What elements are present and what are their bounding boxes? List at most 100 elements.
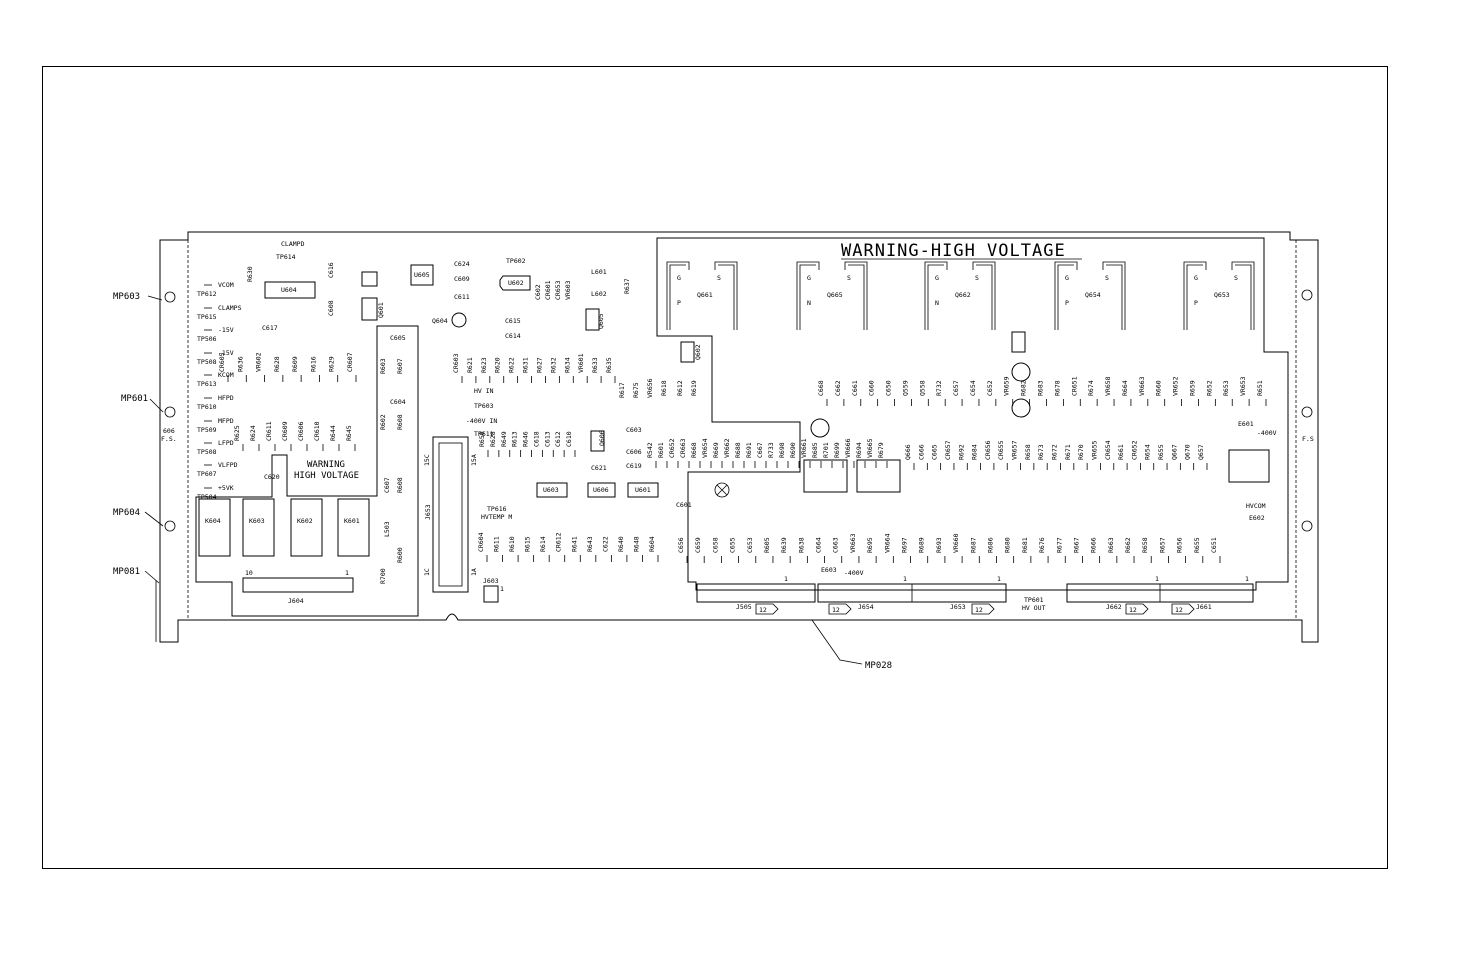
fuse-label-left: 606 [163, 427, 175, 435]
part-c650-body [1011, 331, 1026, 353]
net-label: TP601 [1024, 596, 1044, 604]
fet-gate-pin: G [807, 274, 811, 282]
ref-designator: R609 [291, 356, 299, 372]
relay-label: K601 [344, 517, 360, 525]
net-label: HV IN [474, 387, 494, 395]
test-point-name: TP612 [197, 290, 217, 298]
warning-small-line2: HIGH VOLTAGE [294, 471, 359, 481]
net-label: HVCOM [1246, 502, 1266, 510]
warning-small-line1: WARNING [307, 460, 345, 470]
ref-designator: Q670 [1184, 444, 1192, 460]
ref-designator: R645 [345, 425, 353, 441]
net-label: -400V [1257, 429, 1277, 437]
relay-label: K602 [297, 517, 313, 525]
ref-designator: R651 [1256, 380, 1264, 396]
ribbon-tag [971, 603, 995, 615]
ref-designator: R608 [396, 477, 404, 493]
ref-designator: R640 [617, 536, 625, 552]
net-label: TP611 [474, 430, 494, 438]
ref-designator: CR610 [313, 421, 321, 441]
ref-designator: R612 [676, 380, 684, 396]
ref-designator: C603 [626, 426, 642, 434]
ref-designator: R668 [690, 442, 698, 458]
ref-designator: R623 [480, 357, 488, 373]
test-point-name: TP508 [197, 358, 217, 366]
connector-pin-one: 1 [1155, 575, 1159, 583]
ref-designator: R618 [660, 380, 668, 396]
ref-designator: R650 [478, 431, 486, 447]
ref-designator: R615 [524, 536, 532, 552]
ic-u606 [587, 482, 616, 498]
ref-designator: R673 [1037, 444, 1045, 460]
connector-label: J653 [424, 504, 432, 520]
fet-source-pin: S [1105, 274, 1109, 282]
fet-gate-pin: G [1194, 274, 1198, 282]
ref-designator: C666 [917, 444, 925, 460]
ref-designator: R641 [570, 536, 578, 552]
ref-designator: R698 [778, 442, 786, 458]
ref-designator: C614 [505, 332, 521, 340]
ref-designator: CR653 [554, 280, 562, 300]
ref-designator: R660 [1155, 380, 1163, 396]
ref-designator: R676 [1038, 537, 1046, 553]
callout-mp604: MP604 [113, 508, 140, 518]
connector-pin-one: 1 [500, 585, 504, 593]
connector-j653-inner [438, 442, 463, 587]
ref-designator: R693 [935, 537, 943, 553]
ref-designator: C624 [454, 260, 470, 268]
fet-label: Q665 [827, 291, 843, 299]
ref-designator: C651 [1210, 537, 1218, 553]
ref-designator: R666 [1090, 537, 1098, 553]
net-label: E601 [1238, 420, 1254, 428]
ref-designator: R689 [918, 537, 926, 553]
test-point-signal: KCOM [218, 371, 234, 379]
ref-designator: Q604 [432, 317, 448, 325]
ref-designator: CR611 [265, 421, 273, 441]
ref-designator: C658 [711, 537, 719, 553]
ref-designator: CR605 [218, 352, 226, 372]
ref-designator: CR655 [997, 440, 1005, 460]
leader-line [144, 570, 160, 584]
hv-zone-small-outline [195, 325, 419, 617]
callout-mp028: MP028 [865, 661, 892, 671]
ref-designator: R674 [1087, 380, 1095, 396]
fet-gate-pin: G [1065, 274, 1069, 282]
test-point-signal: VCOM [218, 281, 234, 289]
net-label: TP616 [487, 505, 507, 513]
ref-designator: C659 [694, 537, 702, 553]
ref-designator: C612 [554, 431, 562, 447]
ref-designator: VR662 [723, 438, 731, 458]
ref-designator: C622 [601, 536, 609, 552]
ref-designator: C656 [677, 537, 685, 553]
ref-designator: C650 [885, 380, 893, 396]
ref-designator: R622 [508, 357, 516, 373]
ref-designator: VR663 [849, 533, 857, 553]
ref-designator: R628 [489, 431, 497, 447]
ic-u602 [499, 275, 531, 291]
ref-designator: CR663 [679, 438, 687, 458]
ref-designator: C665 [931, 444, 939, 460]
part-q601-body [361, 297, 378, 321]
ref-designator: R669 [712, 442, 720, 458]
ref-designator: R610 [508, 536, 516, 552]
ref-designator: R639 [780, 537, 788, 553]
part-q558-body [1011, 398, 1031, 418]
connector-pin: 12 [1175, 606, 1183, 614]
test-point-name: TP504 [197, 493, 217, 501]
ref-designator: R638 [797, 537, 805, 553]
ref-designator: R659 [1188, 380, 1196, 396]
ref-designator: R613 [511, 431, 519, 447]
ref-designator: R691 [745, 442, 753, 458]
ic-u603 [536, 482, 568, 498]
ref-designator: R605 [763, 537, 771, 553]
mount-hole [164, 520, 176, 532]
ref-designator: R614 [539, 536, 547, 552]
test-point-signal: CLAMPS [218, 304, 242, 312]
ref-designator: R600 [396, 547, 404, 563]
connector-label: J604 [288, 597, 304, 605]
net-label: HV OUT [1022, 604, 1046, 612]
net-label: TP602 [506, 257, 526, 265]
ribbon-tag [828, 603, 852, 615]
